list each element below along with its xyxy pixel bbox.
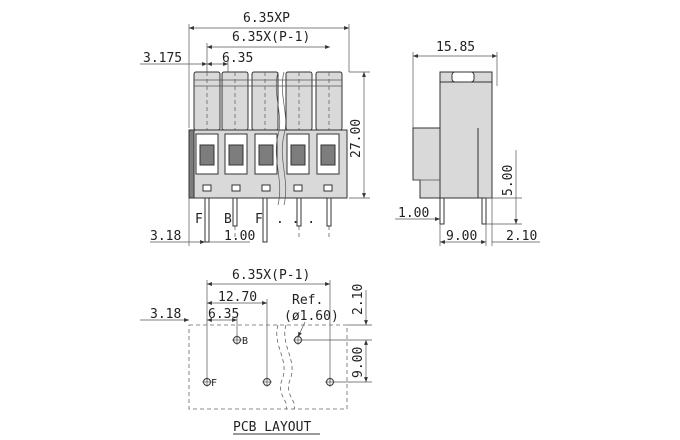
dim-pin-height: 5.00 (501, 165, 516, 196)
dim-height: 27.00 (349, 119, 364, 158)
dim-pin-spacing: 9.00 (446, 229, 477, 244)
pcb-outline (188, 324, 348, 410)
side-pin (481, 197, 487, 225)
pcb-hole (232, 335, 242, 345)
pcb-break-line (276, 324, 288, 410)
pcb-label-f: F (211, 378, 217, 389)
pcb-hole (202, 377, 212, 387)
break-line (275, 71, 281, 206)
pcb-hole (262, 377, 272, 387)
side-screw-head (451, 71, 475, 83)
pin-label-b: B (224, 212, 232, 227)
dim-row-span: 12.70 (218, 290, 257, 305)
dim-pcb-pitch: 6.35 (208, 307, 239, 322)
dim-total-width: 6.35XP (243, 11, 290, 26)
dim-pcb-edge: 3.18 (150, 307, 181, 322)
side-housing (412, 71, 493, 199)
dim-pcb-top: 2.10 (351, 284, 366, 315)
front-view: 6.35XP 6.35X(P-1) 6.35 3.175 (140, 11, 370, 246)
hole-diameter: (ø1.60) (284, 309, 339, 324)
pcb-layout-title: PCB LAYOUT (233, 420, 311, 435)
dim-depth: 15.85 (436, 40, 475, 55)
ellipsis: . . . (276, 212, 315, 227)
side-view: 15.85 5.00 1.00 9.00 2.10 (395, 40, 540, 246)
pcb-break-line (284, 324, 296, 410)
screw-markers (202, 184, 333, 192)
leader-line (297, 321, 306, 338)
dim-left-offset: 3.175 (143, 51, 182, 66)
housing-edge (188, 129, 195, 199)
break-line (281, 71, 287, 206)
dim-side-pin-width: 1.00 (398, 206, 429, 221)
dim-row-spacing: 9.00 (351, 347, 366, 378)
pcb-label-b: B (242, 336, 248, 347)
pcb-hole (325, 377, 335, 387)
dim-pin-width: 1.00 (224, 229, 255, 244)
side-pin (439, 197, 445, 225)
dim-pitch-span: 6.35X(P-1) (232, 30, 310, 45)
wire-entry-openings (195, 133, 340, 175)
dim-pin-offset: 3.18 (150, 229, 181, 244)
dim-pcb-pitch-span: 6.35X(P-1) (232, 268, 310, 283)
ref-label: Ref. (292, 293, 323, 308)
dim-pitch: 6.35 (222, 51, 253, 66)
pin-label-f: F (255, 212, 263, 227)
dim-pin-back: 2.10 (506, 229, 537, 244)
pin-label-f: F (195, 212, 203, 227)
pins (204, 197, 332, 243)
pcb-layout: 6.35X(P-1) 12.70 6.35 3.18 B F (140, 268, 372, 435)
